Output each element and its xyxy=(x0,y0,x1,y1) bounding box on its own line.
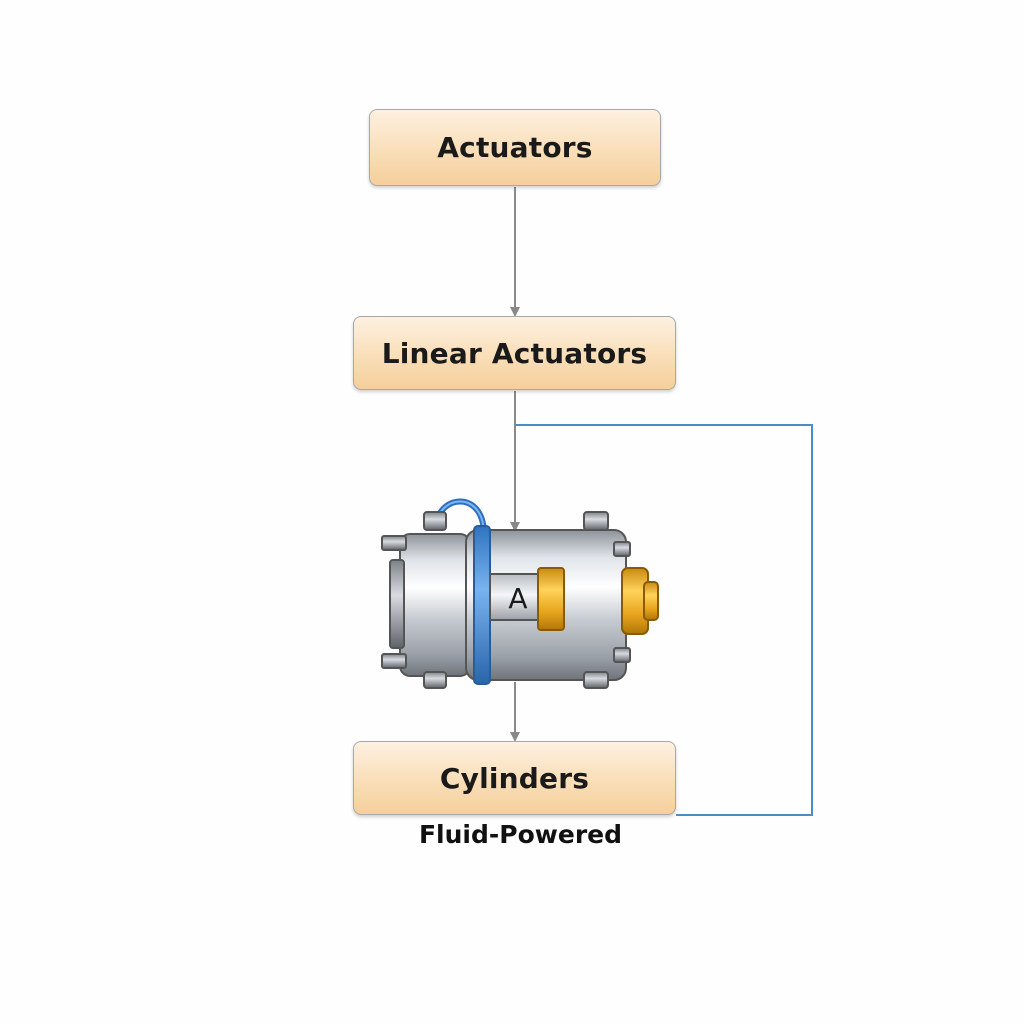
loop-line-linear-to-cylinders xyxy=(515,424,813,816)
actuator-cylinder-icon: A xyxy=(381,498,659,689)
illustration-label: A xyxy=(508,582,527,615)
node-linear-actuators-label: Linear Actuators xyxy=(381,336,648,370)
caption-fluid-powered: Fluid-Powered xyxy=(418,820,622,849)
node-actuators-label: Actuators xyxy=(437,131,593,164)
node-linear-actuators: Linear Actuators xyxy=(353,316,676,390)
node-actuators: Actuators xyxy=(369,109,661,186)
node-cylinders-label: Cylinders xyxy=(439,761,590,795)
node-cylinders: Cylinders xyxy=(353,741,676,815)
